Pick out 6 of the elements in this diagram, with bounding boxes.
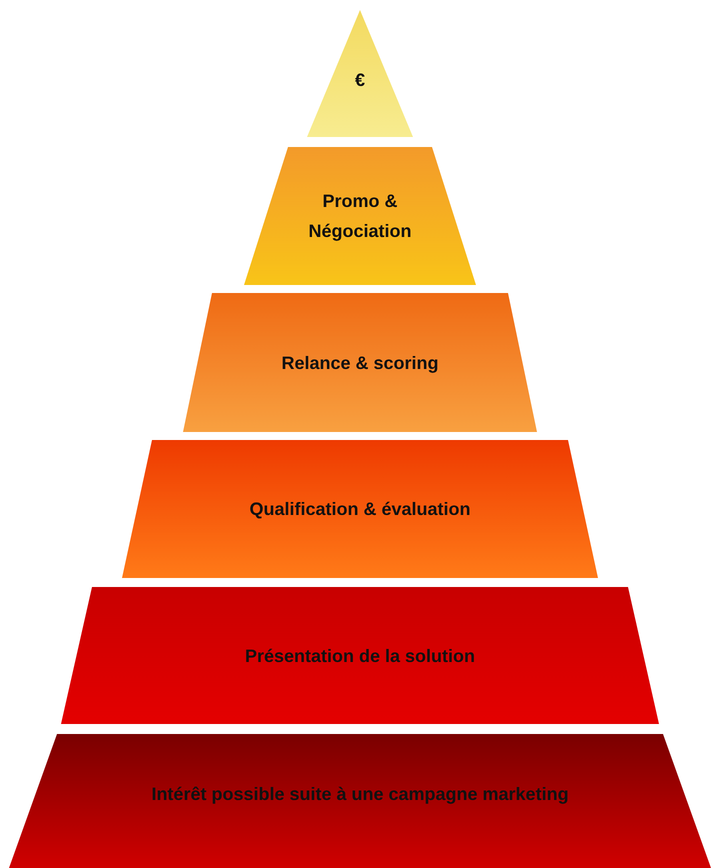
tier-label: Intérêt possible suite à une campagne marketing (151, 783, 569, 806)
tier-label: Promo & Négociation (308, 190, 412, 243)
tier-label: Présentation de la solution (244, 644, 476, 668)
tier-label: € (355, 68, 365, 92)
tier-label: Relance & scoring (281, 352, 439, 375)
tier-label: Qualification & évaluation (249, 498, 471, 521)
